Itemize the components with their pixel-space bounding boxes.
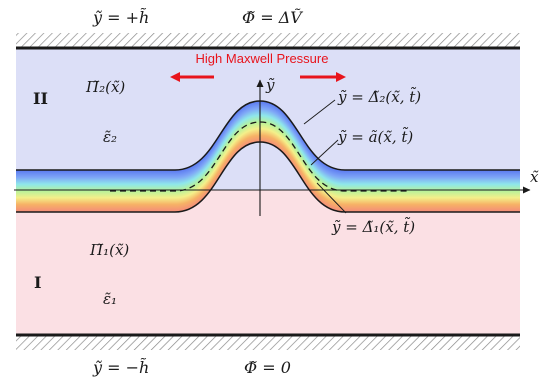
layer-slice	[221, 132, 223, 175]
layer-slice	[319, 159, 321, 202]
eps-lower-label: ε̃₁	[103, 290, 117, 308]
layer-slice	[314, 154, 316, 197]
layer-slice	[176, 169, 178, 212]
layer-slice	[202, 157, 204, 200]
layer-slice	[247, 103, 249, 146]
layer-slice	[266, 101, 268, 144]
layer-slice	[313, 153, 315, 196]
eps-upper-label: ε̃₂	[103, 128, 117, 146]
bottom-wall-hatch	[16, 336, 520, 350]
top-bc-y: ỹ = +h̃	[92, 8, 149, 27]
layer-slice	[239, 109, 241, 152]
leader-upper	[303, 99, 336, 125]
layer-slice	[197, 162, 199, 205]
bottom-bc-phi: Φ̃ = 0	[244, 358, 291, 377]
layer-slice	[233, 115, 235, 158]
layer-slice	[178, 169, 180, 212]
region-lower-label: I	[34, 273, 41, 292]
layer-slice	[276, 106, 278, 149]
y-axis-label: ỹ	[265, 76, 275, 94]
mid-interface-label: ỹ = ã(x̃, t̃)	[337, 127, 413, 146]
layer-slice	[186, 168, 188, 211]
pressure-label: High Maxwell Pressure	[196, 51, 329, 66]
layer-slice	[196, 162, 198, 205]
layer-slice	[258, 101, 260, 144]
layer-slice	[327, 165, 329, 208]
layer-slice	[222, 130, 224, 173]
layer-slice	[216, 139, 218, 182]
layer-slice	[278, 107, 280, 150]
layer-slice	[256, 101, 258, 144]
layer-slice	[268, 102, 270, 145]
x-axis-label: x̃	[530, 168, 539, 186]
layer-slice	[177, 169, 179, 212]
layer-slice	[301, 136, 303, 179]
layer-slice	[296, 129, 298, 172]
layer-slice	[307, 145, 309, 188]
layer-slice	[321, 161, 323, 204]
layer-slice	[295, 127, 297, 170]
layer-slice	[297, 130, 299, 173]
leader-mid	[310, 139, 339, 166]
bottom-bc-y: ỹ = −h̃	[92, 358, 149, 377]
top-bc-phi: Φ̃ = ΔṼ	[242, 7, 303, 27]
layer-slice	[204, 155, 206, 198]
layer-slice	[277, 106, 279, 149]
region-upper-label: II	[33, 89, 48, 108]
layer-slice	[241, 107, 243, 150]
pi-lower-label: Π̃₁(x̃)	[89, 241, 129, 259]
pi-upper-label: Π̃₂(x̃)	[85, 78, 125, 96]
layer-slice	[291, 121, 293, 164]
layer-slice	[209, 149, 211, 192]
leader-lower	[316, 182, 347, 214]
layer-slice	[240, 108, 242, 151]
mid-interface-curve	[110, 121, 410, 192]
lower-interface-label: ỹ = Δ̃₁(x̃, t̃)	[331, 217, 415, 236]
layer-slice	[290, 120, 292, 163]
layer-slice	[302, 138, 304, 181]
layer-slice	[220, 133, 222, 176]
top-wall-hatch	[16, 33, 520, 47]
layer-slice	[248, 103, 250, 146]
layer-slice	[210, 148, 212, 191]
layer-slice	[226, 124, 228, 167]
layer-slice	[187, 167, 189, 210]
layer-slice	[203, 156, 205, 199]
layer-slice	[269, 102, 271, 145]
layer-slice	[232, 116, 234, 159]
layer-slice	[320, 160, 322, 203]
layer-slice	[308, 147, 310, 190]
layer-slice	[179, 169, 181, 212]
upper-interface-label: ỹ = Δ̃₂(x̃, t̃)	[337, 87, 421, 106]
layer-slice	[285, 114, 287, 157]
layer-slice	[339, 169, 341, 212]
layer-slice	[257, 101, 259, 144]
layer-slice	[275, 105, 277, 148]
layer-slice	[284, 113, 286, 156]
layer-slice	[329, 166, 331, 209]
layer-slice	[283, 112, 285, 155]
layer-slice	[306, 144, 308, 187]
layer-slice	[330, 167, 332, 210]
layer-slice	[328, 166, 330, 209]
layer-slice	[215, 141, 217, 184]
layer-slice	[227, 123, 229, 166]
region-lower-fill	[16, 190, 520, 334]
layer-slice	[188, 167, 190, 210]
layer-slice	[312, 152, 314, 195]
layer-slice	[195, 163, 197, 206]
layer-slice	[267, 101, 269, 144]
layer-slice	[249, 102, 251, 145]
